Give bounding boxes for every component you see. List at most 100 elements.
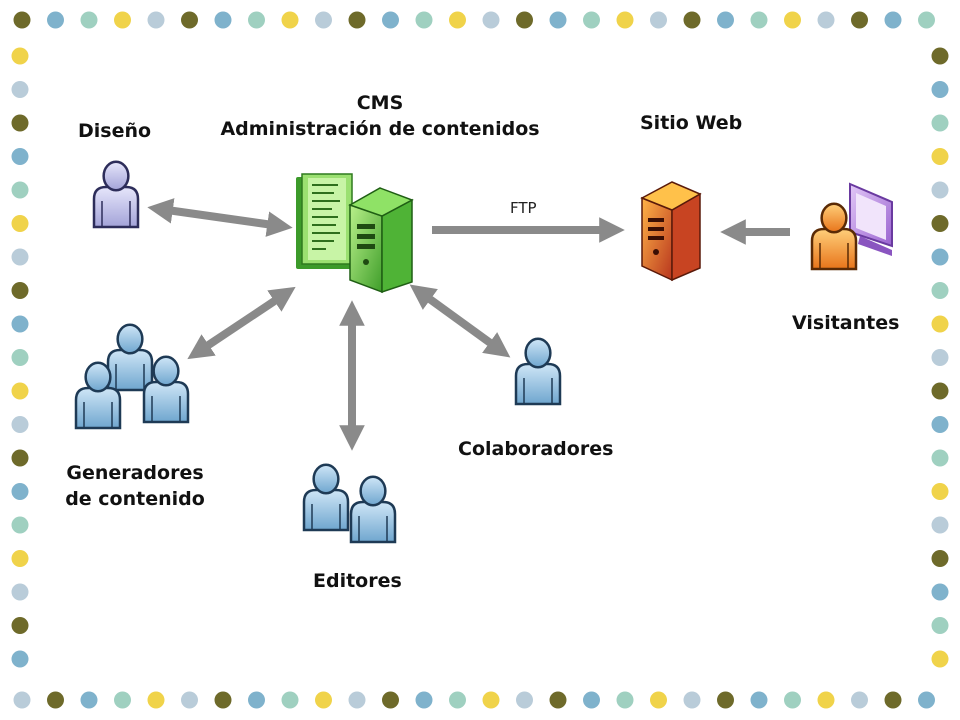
border-dot: [931, 148, 949, 165]
border-dot: [482, 691, 500, 709]
border-dot: [80, 691, 98, 709]
border-dot: [784, 11, 801, 29]
border-dot: [931, 315, 949, 333]
border-dot: [415, 11, 433, 29]
border-dot: [11, 382, 29, 400]
arrow-generadores-cms: [187, 286, 296, 360]
border-dot: [918, 11, 935, 29]
label-generadores-line2: de contenido: [65, 488, 205, 510]
border-dot: [650, 11, 667, 29]
border-dot: [11, 416, 29, 433]
border-dot: [11, 650, 29, 668]
document-icon: [296, 173, 353, 269]
border-dot: [11, 81, 29, 98]
cms-title-line2: Administración de contenidos: [220, 118, 540, 140]
border-dot: [884, 11, 902, 29]
border-dot: [11, 248, 29, 266]
border-dot: [931, 583, 949, 601]
border-dot: [750, 691, 768, 709]
border-dot: [382, 11, 399, 29]
border-dot: [616, 11, 634, 29]
persons: [74, 160, 858, 544]
label-generadores: Generadores de contenido: [50, 460, 220, 512]
label-ftp: FTP: [510, 199, 537, 217]
person-icon-visitante: [810, 202, 858, 271]
border-dot: [931, 516, 949, 534]
border-dot: [47, 691, 64, 709]
border-dot: [11, 583, 29, 601]
border-dot: [11, 114, 29, 132]
border-dot: [11, 282, 29, 299]
label-editores: Editores: [313, 570, 402, 592]
border-dot: [931, 416, 949, 433]
border-dot: [114, 11, 131, 29]
border-dot: [549, 11, 567, 29]
border-dot: [650, 691, 667, 709]
border-dot: [931, 617, 949, 634]
border-dot: [147, 11, 165, 29]
border-dot: [382, 691, 399, 709]
label-visitantes: Visitantes: [792, 312, 900, 334]
border-dot: [931, 349, 949, 366]
border-dot: [931, 114, 949, 132]
border-dot: [931, 47, 949, 65]
border-dot: [931, 483, 949, 500]
border-dot: [884, 691, 902, 709]
border-dot: [281, 691, 299, 709]
person-icon-generador-left: [74, 361, 122, 430]
border-dot: [315, 691, 332, 709]
border-dot: [11, 47, 29, 65]
border-dot: [11, 483, 29, 500]
border-dot: [683, 691, 701, 709]
dot-border: [11, 11, 949, 709]
border-dot: [147, 691, 165, 709]
person-icon-generador-right: [142, 355, 190, 424]
label-colaboradores: Colaboradores: [458, 438, 614, 460]
border-dot: [931, 550, 949, 567]
border-dot: [683, 11, 701, 29]
monitor-icon: [849, 182, 893, 256]
border-dot: [931, 181, 949, 199]
border-dot: [516, 691, 533, 709]
border-dot: [931, 650, 949, 668]
border-dot: [11, 349, 29, 366]
border-dot: [583, 691, 600, 709]
border-dot: [315, 11, 332, 29]
border-dot: [817, 691, 835, 709]
cms-server-icon: [348, 187, 414, 294]
border-dot: [750, 11, 768, 29]
border-dot: [348, 691, 366, 709]
border-dot: [248, 691, 265, 709]
cms-title: CMS Administración de contenidos: [210, 90, 550, 142]
border-dot: [449, 11, 466, 29]
border-dot: [616, 691, 634, 709]
border-dot: [47, 11, 64, 29]
border-dot: [449, 691, 466, 709]
label-sitio-web: Sitio Web: [640, 112, 743, 134]
border-dot: [931, 382, 949, 400]
border-dot: [11, 550, 29, 567]
arrows: [147, 198, 790, 451]
border-dot: [114, 691, 131, 709]
border-dot: [931, 449, 949, 467]
border-dot: [784, 691, 801, 709]
border-dot: [214, 691, 232, 709]
border-dot: [851, 11, 868, 29]
arrow-colaboradores-cms: [409, 284, 511, 358]
person-icon-generador-back: [106, 323, 154, 392]
border-dot: [11, 215, 29, 232]
person-icon-editor-2: [349, 475, 397, 544]
border-dot: [415, 691, 433, 709]
cms-title-line1: CMS: [356, 92, 404, 114]
border-dot: [817, 11, 835, 29]
border-dot: [11, 315, 29, 333]
border-dot: [851, 691, 868, 709]
border-dot: [717, 11, 734, 29]
person-icon-editor-1: [302, 463, 350, 532]
border-dot: [11, 148, 29, 165]
border-dot: [931, 248, 949, 266]
border-dot: [918, 691, 935, 709]
border-dot: [80, 11, 98, 29]
